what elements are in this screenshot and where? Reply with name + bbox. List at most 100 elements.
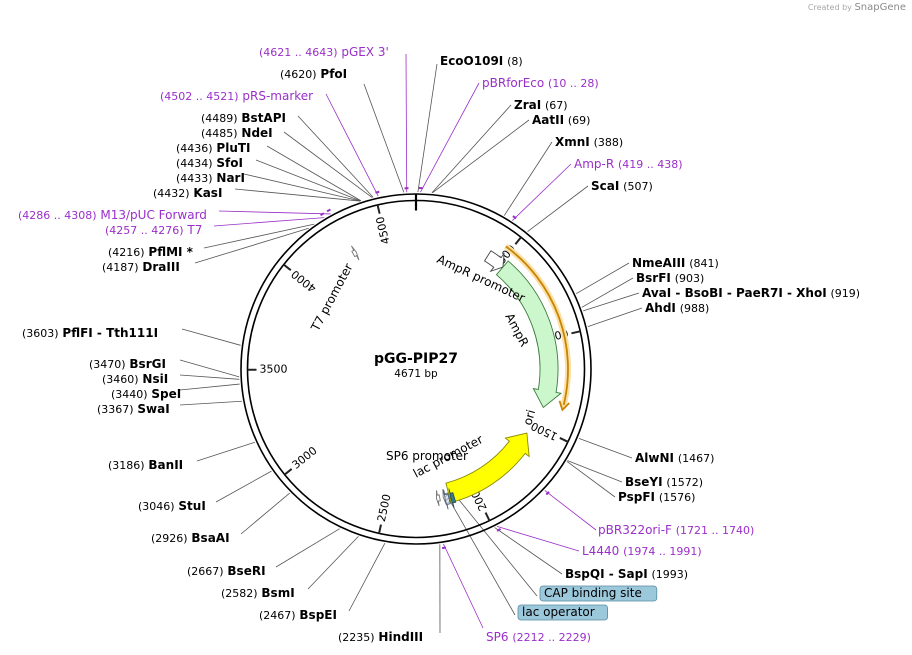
site-position: (69) (568, 114, 591, 127)
site-label-cap-binding-site[interactable]: CAP binding site (539, 585, 658, 602)
site-label-draiii[interactable]: (4187) DraIII (102, 260, 180, 274)
leader-line (297, 115, 374, 198)
leader-line (275, 528, 340, 568)
site-position: (4502 .. 4521) (160, 90, 239, 103)
site-label-bseri[interactable]: (2667) BseRI (187, 564, 266, 578)
snapgene-brand: SnapGene (854, 2, 906, 13)
site-name: BsmI (261, 586, 294, 600)
site-label-text: (3046) StuI (138, 499, 206, 513)
site-label-nmeaiii[interactable]: NmeAIII (841) (632, 256, 719, 270)
site-label-ecoo109i[interactable]: EcoO109I (8) (440, 54, 523, 68)
site-name: BseYI (625, 475, 663, 489)
site-label-swai[interactable]: (3367) SwaI (97, 402, 170, 416)
ruler-tick-mark (376, 204, 381, 214)
site-label-text: AvaI - BsoBI - PaeR7I - XhoI (919) (642, 286, 860, 300)
leader-line (445, 493, 516, 616)
site-label-aatii[interactable]: AatII (69) (532, 113, 590, 127)
site-name: NarI (216, 171, 245, 185)
site-label-bstapi[interactable]: (4489) BstAPI (201, 111, 286, 125)
ruler-tick-mark (484, 512, 491, 522)
ruler-tick-mark (514, 236, 522, 245)
site-label-pbrforeco[interactable]: pBRforEco (10 .. 28) (482, 76, 599, 90)
site-label-bsrfi[interactable]: BsrFI (903) (636, 271, 704, 285)
site-label-bseyi[interactable]: BseYI (1572) (625, 475, 703, 489)
site-label-text: (4485) NdeI (201, 126, 273, 140)
site-label-sp6[interactable]: SP6 (2212 .. 2229) (486, 630, 591, 644)
site-label-pluti[interactable]: (4436) PluTI (176, 141, 251, 155)
site-label-text: (4187) DraIII (102, 260, 180, 274)
leader-lines (179, 53, 643, 634)
site-label-text: (2667) BseRI (187, 564, 266, 578)
site-label-bspei[interactable]: (2467) BspEI (259, 608, 337, 622)
site-label-nsii[interactable]: (3460) NsiI (102, 372, 168, 386)
site-label-text: (4436) PluTI (176, 141, 251, 155)
site-name: DraIII (142, 260, 179, 274)
site-label-hindiii[interactable]: (2235) HindIII (338, 630, 423, 644)
leader-line (405, 53, 408, 193)
site-name: PluTI (216, 141, 250, 155)
site-label-pspfi[interactable]: PspFI (1576) (618, 490, 695, 504)
site-label-text: (2926) BsaAI (151, 531, 230, 545)
site-position: (67) (545, 99, 568, 112)
site-label-bsmi[interactable]: (2582) BsmI (221, 586, 295, 600)
site-label-pflmi[interactable]: (4216) PflMI * (108, 245, 194, 259)
site-label-stui[interactable]: (3046) StuI (138, 499, 206, 513)
label-ori: ori (520, 408, 538, 427)
site-label-banii[interactable]: (3186) BanII (108, 458, 183, 472)
site-label-amp-r[interactable]: Amp-R (419 .. 438) (574, 157, 683, 171)
site-name: BspEI (299, 608, 337, 622)
label-sp6-promoter: SP6 promoter (386, 449, 468, 463)
site-label-l4440[interactable]: L4440 (1974 .. 1991) (582, 544, 702, 558)
site-position: (4434) (176, 157, 213, 170)
site-label-text: AatII (69) (532, 113, 590, 127)
site-position: (2235) (338, 631, 375, 644)
site-label-bspqi-sapi[interactable]: BspQI - SapI (1993) (565, 567, 688, 581)
site-label-pbr322ori-f[interactable]: pBR322ori-F (1721 .. 1740) (598, 523, 754, 537)
site-label-bsaai[interactable]: (2926) BsaAI (151, 531, 230, 545)
feature-cap-binding-block (448, 488, 457, 508)
site-label-prs-marker[interactable]: (4502 .. 4521) pRS-marker (160, 89, 313, 103)
site-label-text: pBR322ori-F (1721 .. 1740) (598, 523, 754, 537)
leader-line (283, 131, 373, 198)
site-label-avai-bsobi-paer7i-xhoi[interactable]: AvaI - BsoBI - PaeR7I - XhoI (919) (642, 286, 860, 300)
site-label-t7[interactable]: (4257 .. 4276) T7 (105, 223, 202, 237)
leader-line (307, 536, 359, 590)
leader-line (494, 527, 563, 575)
site-position: (988) (680, 302, 710, 315)
site-label-alwni[interactable]: AlwNI (1467) (635, 451, 714, 465)
site-label-spei[interactable]: (3440) SpeI (111, 387, 181, 401)
site-label-pfoi[interactable]: (4620) PfoI (280, 67, 347, 81)
site-name: pBR322ori-F (598, 523, 672, 537)
site-name: L4440 (582, 544, 619, 558)
site-position: (2667) (187, 565, 224, 578)
site-label-xmni[interactable]: XmnI (388) (555, 135, 623, 149)
site-label-m13-puc-forward[interactable]: (4286 .. 4308) M13/pUC Forward (18, 208, 207, 222)
site-label-zrai[interactable]: ZraI (67) (514, 98, 568, 112)
site-position: (4432) (153, 187, 190, 200)
site-label-scai[interactable]: ScaI (507) (591, 179, 653, 193)
site-name: AhdI (645, 301, 676, 315)
site-label-kasi[interactable]: (4432) KasI (153, 186, 222, 200)
site-name: PspFI (618, 490, 655, 504)
site-label-ndei[interactable]: (4485) NdeI (201, 126, 273, 140)
site-label-bsrgi[interactable]: (3470) BsrGI (89, 357, 166, 371)
leader-line (496, 525, 580, 552)
site-label-pgex-3[interactable]: (4621 .. 4643) pGEX 3' (259, 45, 389, 59)
site-label-lac-operator[interactable]: lac operator (517, 604, 608, 621)
site-label-text: PspFI (1576) (618, 490, 695, 504)
site-name: HindIII (378, 630, 423, 644)
feature-label-box (517, 604, 608, 621)
leader-line (179, 359, 240, 378)
site-label-sfoi[interactable]: (4434) SfoI (176, 156, 243, 170)
site-label-pflfi-tth111i[interactable]: (3603) PflFI - Tth111I (22, 326, 158, 340)
site-label-text: (4257 .. 4276) T7 (105, 223, 202, 237)
site-label-ahdi[interactable]: AhdI (988) (645, 301, 709, 315)
site-label-nari[interactable]: (4433) NarI (176, 171, 245, 185)
site-label-text: L4440 (1974 .. 1991) (582, 544, 702, 558)
leader-line (243, 173, 361, 202)
site-labels: (4621 .. 4643) pGEX 3' (4620) PfoI (4502 .… (18, 45, 860, 644)
ruler-tick-label: 3000 (290, 444, 320, 472)
ampr-orf-line (505, 245, 569, 406)
leader-line (255, 159, 361, 202)
site-name: EcoO109I (440, 54, 503, 68)
